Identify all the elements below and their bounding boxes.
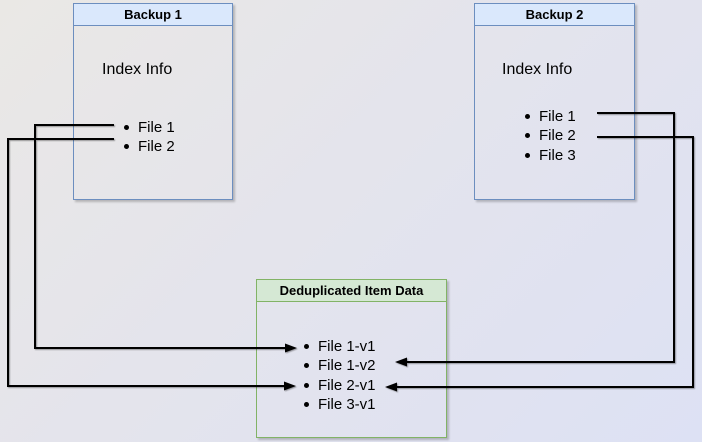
backup1-item-file2-label: File 2 xyxy=(138,137,175,155)
backup2-header: Backup 2 xyxy=(475,4,634,26)
backup2-item-file3: File 3 xyxy=(525,146,576,164)
backup1-item-file2: File 2 xyxy=(124,137,175,155)
backup2-item-file2: File 2 xyxy=(525,126,576,144)
backup2-item-file1: File 1 xyxy=(525,107,576,125)
dedup-item-file1v2: File 1-v2 xyxy=(304,356,376,374)
bullet-icon xyxy=(525,132,530,138)
backup1-item-file1-label: File 1 xyxy=(138,118,175,136)
dedup-item-file1v1: File 1-v1 xyxy=(304,337,376,355)
backup1-header: Backup 1 xyxy=(74,4,232,26)
bullet-icon xyxy=(304,382,309,388)
bullet-icon xyxy=(525,152,530,158)
backup1-item-file1: File 1 xyxy=(124,118,175,136)
dedup-item-file1v2-label: File 1-v2 xyxy=(318,356,376,374)
dedup-item-file2v1-label: File 2-v1 xyxy=(318,376,376,394)
backup2-item-file3-label: File 3 xyxy=(539,146,576,164)
dedup-item-file3v1: File 3-v1 xyxy=(304,395,376,413)
bullet-icon xyxy=(124,124,129,130)
bullet-icon xyxy=(304,401,309,407)
dedup-item-file1v1-label: File 1-v1 xyxy=(318,337,376,355)
bullet-icon xyxy=(304,343,309,349)
backup2-box: Backup 2 xyxy=(474,3,635,200)
dedup-item-file3v1-label: File 3-v1 xyxy=(318,395,376,413)
backup2-item-file1-label: File 1 xyxy=(539,107,576,125)
backup1-box: Backup 1 xyxy=(73,3,233,200)
dedup-item-file2v1: File 2-v1 xyxy=(304,376,376,394)
bullet-icon xyxy=(525,113,530,119)
backup2-item-file2-label: File 2 xyxy=(539,126,576,144)
dedup-header: Deduplicated Item Data xyxy=(257,280,446,302)
backup2-index-info-label: Index Info xyxy=(502,61,573,78)
bullet-icon xyxy=(124,143,129,149)
bullet-icon xyxy=(304,362,309,368)
backup1-index-info-label: Index Info xyxy=(102,61,173,78)
